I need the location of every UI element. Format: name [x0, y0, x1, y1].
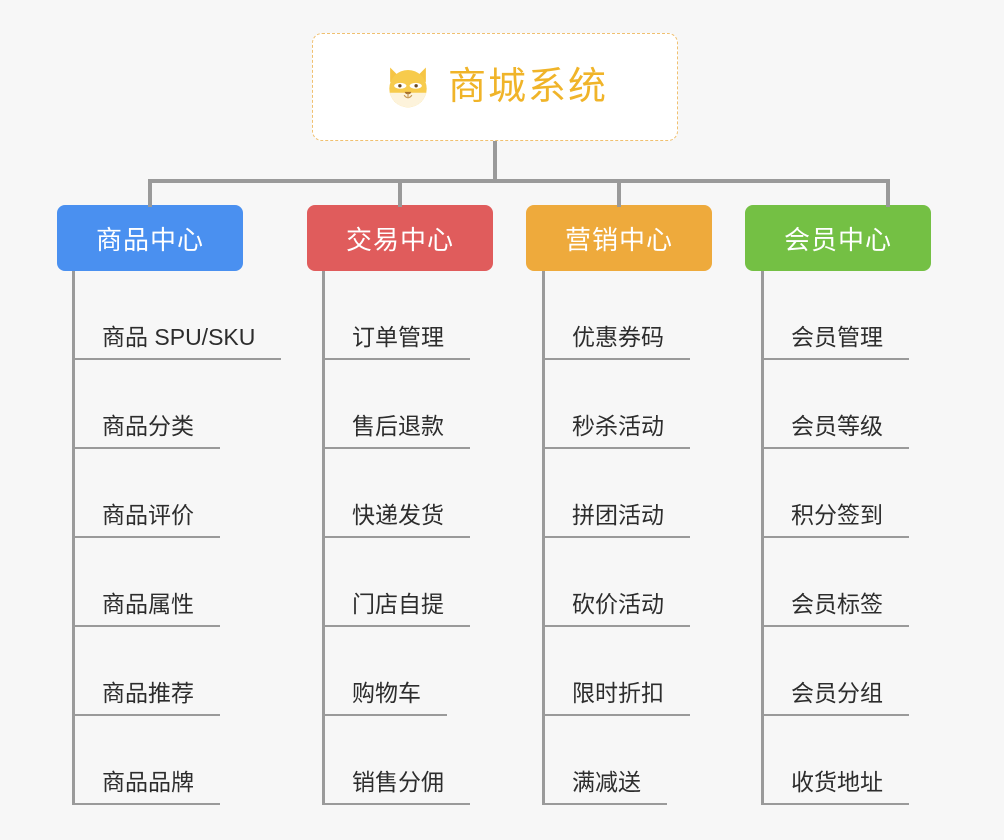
leaf-item-label: 积分签到 — [761, 502, 909, 538]
leaf-item-label: 商品评价 — [72, 502, 220, 538]
leaf-item[interactable]: 会员标签 — [761, 538, 909, 627]
shiba-dog-face-icon — [389, 67, 427, 108]
leaf-item-label: 订单管理 — [322, 324, 470, 360]
category-label: 商品中心 — [95, 224, 204, 255]
leaf-item-label: 会员管理 — [761, 324, 909, 360]
leaf-item[interactable]: 满减送 — [542, 716, 667, 805]
leaf-item-label: 商品 SPU/SKU — [72, 324, 282, 360]
leaf-item-label: 快递发货 — [322, 502, 470, 538]
leaf-item-label: 优惠券码 — [542, 324, 690, 360]
connector-drop-1 — [148, 179, 152, 207]
root-node[interactable]: 商城系统 — [312, 33, 678, 141]
leaf-item[interactable]: 会员分组 — [761, 627, 909, 716]
root-title: 商城系统 — [447, 66, 608, 108]
leaf-item[interactable]: 会员管理 — [761, 271, 909, 360]
connector-drop-3 — [617, 179, 621, 207]
leaf-item[interactable]: 订单管理 — [322, 271, 470, 360]
leaf-item[interactable]: 门店自提 — [322, 538, 470, 627]
category-box-4[interactable]: 会员中心 — [745, 205, 931, 271]
category-label: 营销中心 — [564, 224, 673, 255]
branch-trunk — [72, 271, 75, 805]
connector-bus-bar — [148, 179, 890, 183]
leaf-item[interactable]: 积分签到 — [761, 449, 909, 538]
leaf-item[interactable]: 售后退款 — [322, 360, 470, 449]
branch-trunk — [761, 271, 764, 805]
leaf-item[interactable]: 商品属性 — [72, 538, 220, 627]
leaf-item-label: 会员标签 — [761, 591, 909, 627]
connector-drop-4 — [886, 179, 890, 207]
category-box-3[interactable]: 营销中心 — [526, 205, 712, 271]
leaf-item[interactable]: 限时折扣 — [542, 627, 690, 716]
leaf-item[interactable]: 商品分类 — [72, 360, 220, 449]
leaf-item-label: 购物车 — [322, 680, 447, 716]
leaf-item[interactable]: 拼团活动 — [542, 449, 690, 538]
leaf-item[interactable]: 商品品牌 — [72, 716, 220, 805]
leaf-item[interactable]: 商品评价 — [72, 449, 220, 538]
leaf-item-label: 限时折扣 — [542, 680, 690, 716]
category-box-2[interactable]: 交易中心 — [307, 205, 493, 271]
leaf-item-label: 销售分佣 — [322, 769, 470, 805]
leaf-item[interactable]: 砍价活动 — [542, 538, 690, 627]
category-box-1[interactable]: 商品中心 — [57, 205, 243, 271]
leaf-item[interactable]: 秒杀活动 — [542, 360, 690, 449]
category-label: 会员中心 — [783, 224, 892, 255]
leaf-item-label: 砍价活动 — [542, 591, 690, 627]
leaf-item-label: 商品属性 — [72, 591, 220, 627]
leaf-item[interactable]: 快递发货 — [322, 449, 470, 538]
leaf-item-label: 门店自提 — [322, 591, 470, 627]
connector-root-stem — [493, 141, 497, 182]
leaf-item-label: 会员分组 — [761, 680, 909, 716]
leaf-item[interactable]: 商品 SPU/SKU — [72, 271, 282, 360]
leaf-item[interactable]: 会员等级 — [761, 360, 909, 449]
leaf-item[interactable]: 收货地址 — [761, 716, 909, 805]
leaf-item-label: 拼团活动 — [542, 502, 690, 538]
leaf-item[interactable]: 销售分佣 — [322, 716, 470, 805]
leaf-item-label: 售后退款 — [322, 413, 470, 449]
category-label: 交易中心 — [345, 224, 454, 255]
leaf-item[interactable]: 优惠券码 — [542, 271, 690, 360]
leaf-item[interactable]: 商品推荐 — [72, 627, 220, 716]
leaf-item[interactable]: 购物车 — [322, 627, 447, 716]
leaf-item-label: 商品推荐 — [72, 680, 220, 716]
leaf-item-label: 秒杀活动 — [542, 413, 690, 449]
branch-trunk — [322, 271, 325, 805]
leaf-item-label: 会员等级 — [761, 413, 909, 449]
branch-trunk — [542, 271, 545, 805]
leaf-item-label: 收货地址 — [761, 769, 909, 805]
leaf-item-label: 满减送 — [542, 769, 667, 805]
connector-drop-2 — [398, 179, 402, 207]
leaf-item-label: 商品品牌 — [72, 769, 220, 805]
leaf-item-label: 商品分类 — [72, 413, 220, 449]
